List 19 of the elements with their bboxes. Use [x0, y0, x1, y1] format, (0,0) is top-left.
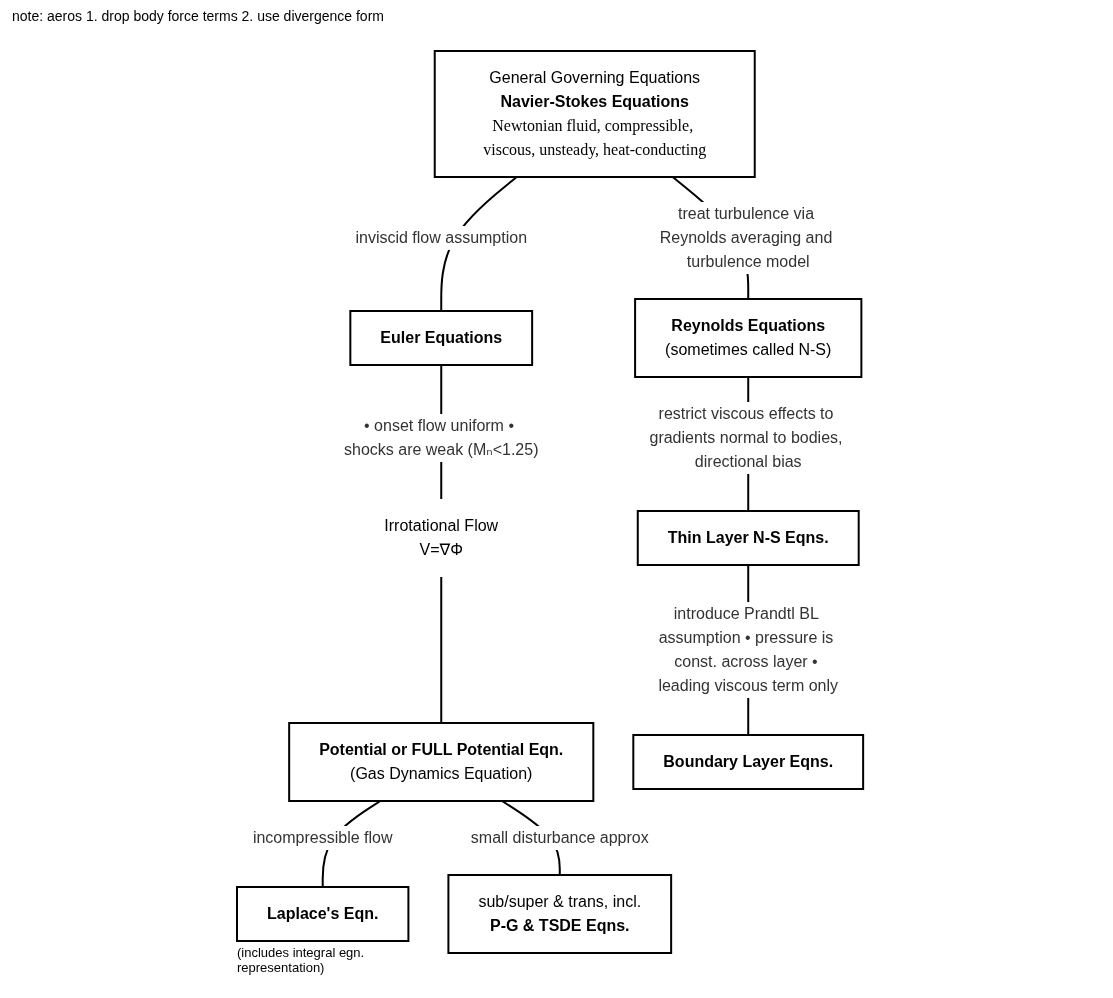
connector [440, 576, 443, 724]
node-box: Reynolds Equations (sometimes called N-S) [634, 298, 863, 378]
node-box: Boundary Layer Eqns. [632, 734, 865, 790]
edge-label: inviscid flow assumption [355, 229, 527, 246]
edge-label: treat turbulence via Reynolds averaging and turbulence model [659, 205, 833, 270]
node-box: Thin Layer N-S Eqns. [636, 510, 860, 566]
node-box: sub/super & trans, incl. P-G & TSDE Eqns. [447, 874, 673, 954]
node-caption: (includes integral egn. representation) [237, 945, 366, 975]
node-box: General Governing Equations Navier-Stokes Equations Newtonian fluid, compressible, viscous, unsteady, heat-conducting [433, 50, 756, 178]
edge-label: incompressible flow [252, 829, 393, 846]
edge-label: • onset flow uniform • shocks are weak (Mₙ<1.25) [343, 417, 539, 458]
edge-label: small disturbance approx [470, 829, 649, 846]
node-box: Potential or FULL Potential Eqn. (Gas Dynamics Equation) [288, 722, 595, 802]
node-box: Laplace's Eqn. [235, 886, 410, 942]
node-text: Irrotational Flow V=∇Φ [384, 517, 499, 558]
edge-label: introduce Prandtl BL assumption • pressure is const. across layer • leading viscous term only [658, 605, 838, 694]
edge-label: restrict viscous effects to gradients normal to bodies, directional bias [649, 405, 843, 470]
node-box: Euler Equations [349, 310, 534, 366]
note-text: note: aeros 1. drop body force terms 2. use divergence form [12, 8, 385, 24]
